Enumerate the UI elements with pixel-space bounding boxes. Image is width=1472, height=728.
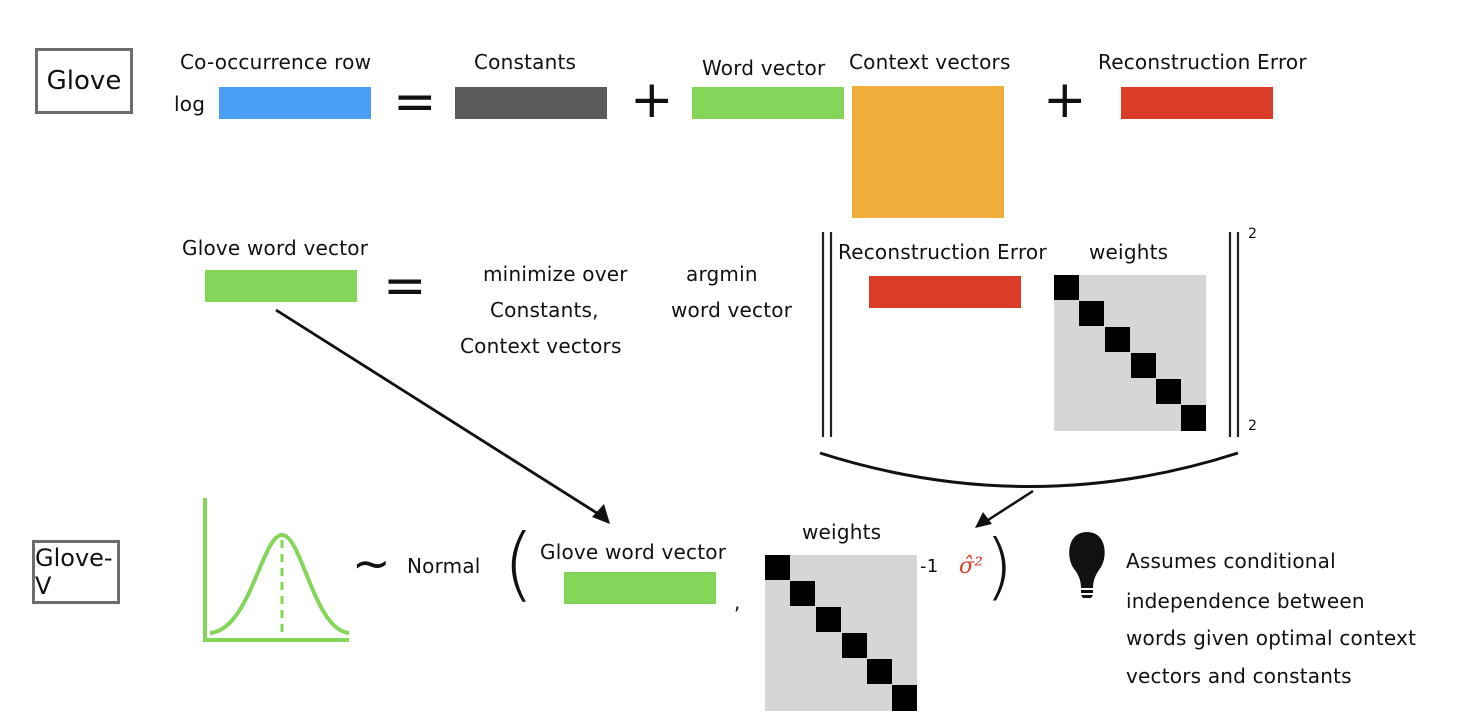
matrix-diagonal-cell: [1181, 405, 1206, 431]
argmin-label: argmin: [686, 262, 758, 286]
matrix-diagonal-cell: [816, 607, 841, 632]
glove-model-box: Glove: [35, 48, 133, 114]
cooccurrence-row-label: Co-occurrence row: [180, 50, 372, 74]
minimize-over-line-1: minimize over: [483, 262, 628, 286]
constants-bar: [455, 87, 607, 119]
lightbulb-icon: [1069, 532, 1105, 598]
sigma-hat-squared: σ̂²: [959, 554, 984, 579]
matrix-diagonal-cell: [1156, 379, 1181, 404]
matrix-diagonal-cell: [842, 633, 867, 658]
matrix-diagonal-cell: [892, 685, 917, 711]
norm-subscript: 2: [1248, 418, 1258, 434]
weights-diagonal-matrix-bottom: [765, 555, 917, 711]
inverse-exponent: -1: [920, 556, 939, 577]
equals-sign-2: =: [383, 256, 427, 316]
context-vectors-block: [852, 86, 1004, 218]
norm-reconstruction-error-bar: [869, 276, 1021, 308]
normal-label: Normal: [407, 554, 481, 578]
glove-v-model-box: Glove-V: [32, 540, 120, 604]
matrix-diagonal-cell: [1105, 327, 1130, 352]
matrix-diagonal-cell: [790, 581, 815, 606]
note-line-2: independence between: [1126, 589, 1365, 613]
matrix-diagonal-cell: [1131, 353, 1156, 378]
log-label: log: [174, 92, 206, 116]
norm-superscript: 2: [1248, 226, 1258, 242]
matrix-diagonal-cell: [1079, 301, 1104, 326]
glove-v-model-label: Glove-V: [35, 544, 113, 600]
normal-glove-word-vector-bar: [564, 572, 716, 604]
matrix-diagonal-cell: [867, 659, 892, 684]
note-line-3: words given optimal context: [1126, 626, 1417, 650]
normal-glove-word-vector-label: Glove word vector: [540, 540, 727, 564]
arrow-to-mean: [275, 308, 610, 524]
equals-sign-1: =: [393, 72, 437, 132]
glove-model-label: Glove: [46, 66, 122, 96]
glove-word-vector-label: Glove word vector: [182, 236, 369, 260]
norm-left-bars: [821, 232, 833, 437]
normal-weights-label: weights: [802, 520, 882, 544]
reconstruction-error-bar: [1121, 87, 1273, 119]
norm-right-bars: [1228, 232, 1240, 437]
normal-distribution-curve-icon: [203, 498, 350, 642]
norm-weights-label: weights: [1089, 240, 1169, 264]
plus-sign-1: +: [630, 70, 674, 130]
minimize-over-line-2: Constants,: [490, 298, 599, 322]
close-paren: ): [985, 524, 1014, 608]
comma: ,: [734, 590, 741, 614]
cooccurrence-row-bar: [219, 87, 371, 119]
open-paren: (: [503, 517, 535, 610]
reconstruction-error-label: Reconstruction Error: [1098, 50, 1307, 74]
note-line-4: vectors and constants: [1126, 664, 1352, 688]
weights-diagonal-matrix-top: [1054, 275, 1206, 431]
word-vector-bar: [692, 87, 844, 119]
arrow-to-sigma: [975, 489, 1034, 528]
matrix-diagonal-cell: [765, 555, 790, 580]
word-vector-label: Word vector: [702, 56, 826, 80]
norm-reconstruction-error-label: Reconstruction Error: [838, 240, 1047, 264]
note-line-1: Assumes conditional: [1126, 549, 1336, 573]
argmin-word-vector-label: word vector: [671, 298, 793, 322]
minimize-over-line-3: Context vectors: [460, 334, 622, 358]
tilde-sign: ~: [352, 536, 391, 590]
glove-word-vector-bar: [205, 270, 357, 302]
context-vectors-label: Context vectors: [849, 50, 1011, 74]
constants-label: Constants: [474, 50, 577, 74]
matrix-diagonal-cell: [1054, 275, 1079, 300]
plus-sign-2: +: [1043, 70, 1087, 130]
norm-brace-curve: [819, 451, 1239, 488]
